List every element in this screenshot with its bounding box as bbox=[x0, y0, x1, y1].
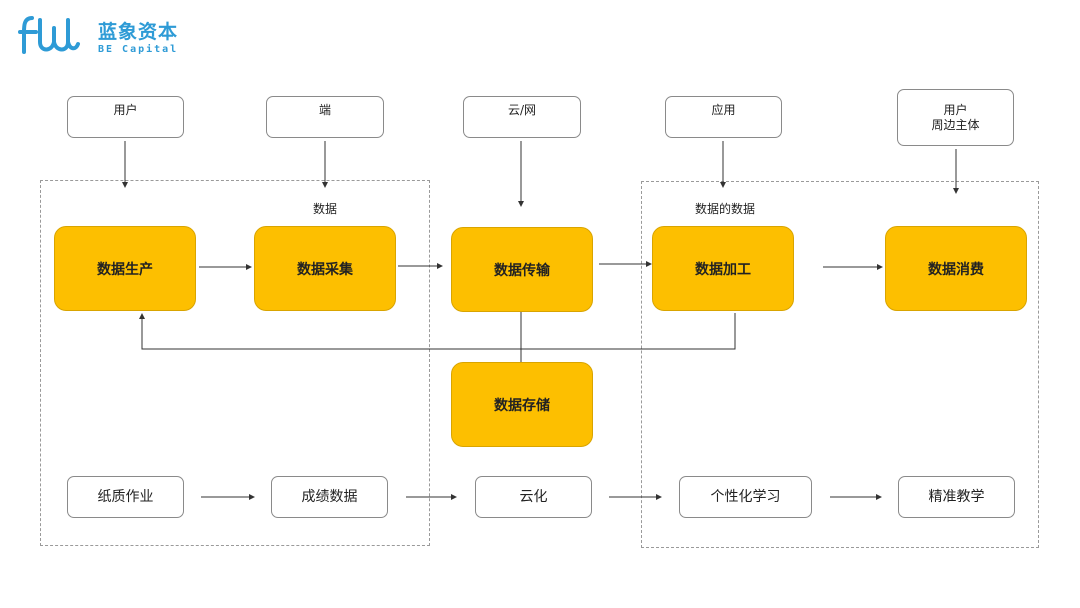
device-box: 端 bbox=[266, 96, 384, 138]
stage-consumption: 数据消费 bbox=[885, 226, 1027, 311]
stage-transmission: 数据传输 bbox=[451, 227, 593, 312]
stage-consumption-label: 数据消费 bbox=[928, 261, 984, 278]
paper-homework-label: 纸质作业 bbox=[97, 488, 154, 505]
stage-collection-label: 数据采集 bbox=[297, 261, 353, 278]
stage-transmission-label: 数据传输 bbox=[494, 262, 550, 279]
score-data-box: 成绩数据 bbox=[271, 476, 388, 518]
precision-teaching-label: 精准教学 bbox=[928, 488, 985, 505]
device-label: 端 bbox=[318, 103, 331, 117]
stage-production: 数据生产 bbox=[54, 226, 196, 311]
users-label: 用户 bbox=[113, 103, 138, 117]
cloudify-box: 云化 bbox=[475, 476, 592, 518]
peripheral-label: 周边主体 bbox=[931, 117, 980, 132]
application-box: 应用 bbox=[665, 96, 782, 138]
precision-teaching-box: 精准教学 bbox=[898, 476, 1015, 518]
users-peripheral-box: 用户 周边主体 bbox=[897, 89, 1014, 146]
cloudify-label: 云化 bbox=[519, 488, 548, 505]
stage-processing: 数据加工 bbox=[652, 226, 794, 311]
stage-production-label: 数据生产 bbox=[97, 261, 153, 278]
stage-storage-label: 数据存储 bbox=[494, 397, 550, 414]
logo-name-en: BE Capital bbox=[98, 44, 179, 55]
cloud-net-box: 云/网 bbox=[463, 96, 581, 138]
users2-label: 用户 bbox=[943, 102, 968, 117]
data-label: 数据 bbox=[313, 202, 338, 216]
logo-name-cn: 蓝象资本 bbox=[98, 21, 179, 43]
personalized-learning-box: 个性化学习 bbox=[679, 476, 812, 518]
fw-logo-icon bbox=[18, 16, 80, 54]
users-box: 用户 bbox=[67, 96, 184, 138]
logo: 蓝象资本 BE Capital bbox=[18, 12, 178, 60]
personalized-learning-label: 个性化学习 bbox=[710, 488, 781, 505]
feedback-loop-line bbox=[139, 313, 736, 350]
application-label: 应用 bbox=[711, 103, 736, 117]
data-of-data-label: 数据的数据 bbox=[695, 202, 756, 216]
stage-collection: 数据采集 bbox=[254, 226, 396, 311]
left-region-frame bbox=[40, 180, 430, 546]
paper-homework-box: 纸质作业 bbox=[67, 476, 184, 518]
stage-processing-label: 数据加工 bbox=[695, 261, 751, 278]
cloud-net-label: 云/网 bbox=[507, 103, 537, 117]
stage-storage: 数据存储 bbox=[451, 362, 593, 447]
score-data-label: 成绩数据 bbox=[301, 488, 358, 505]
right-region-frame bbox=[641, 181, 1039, 548]
